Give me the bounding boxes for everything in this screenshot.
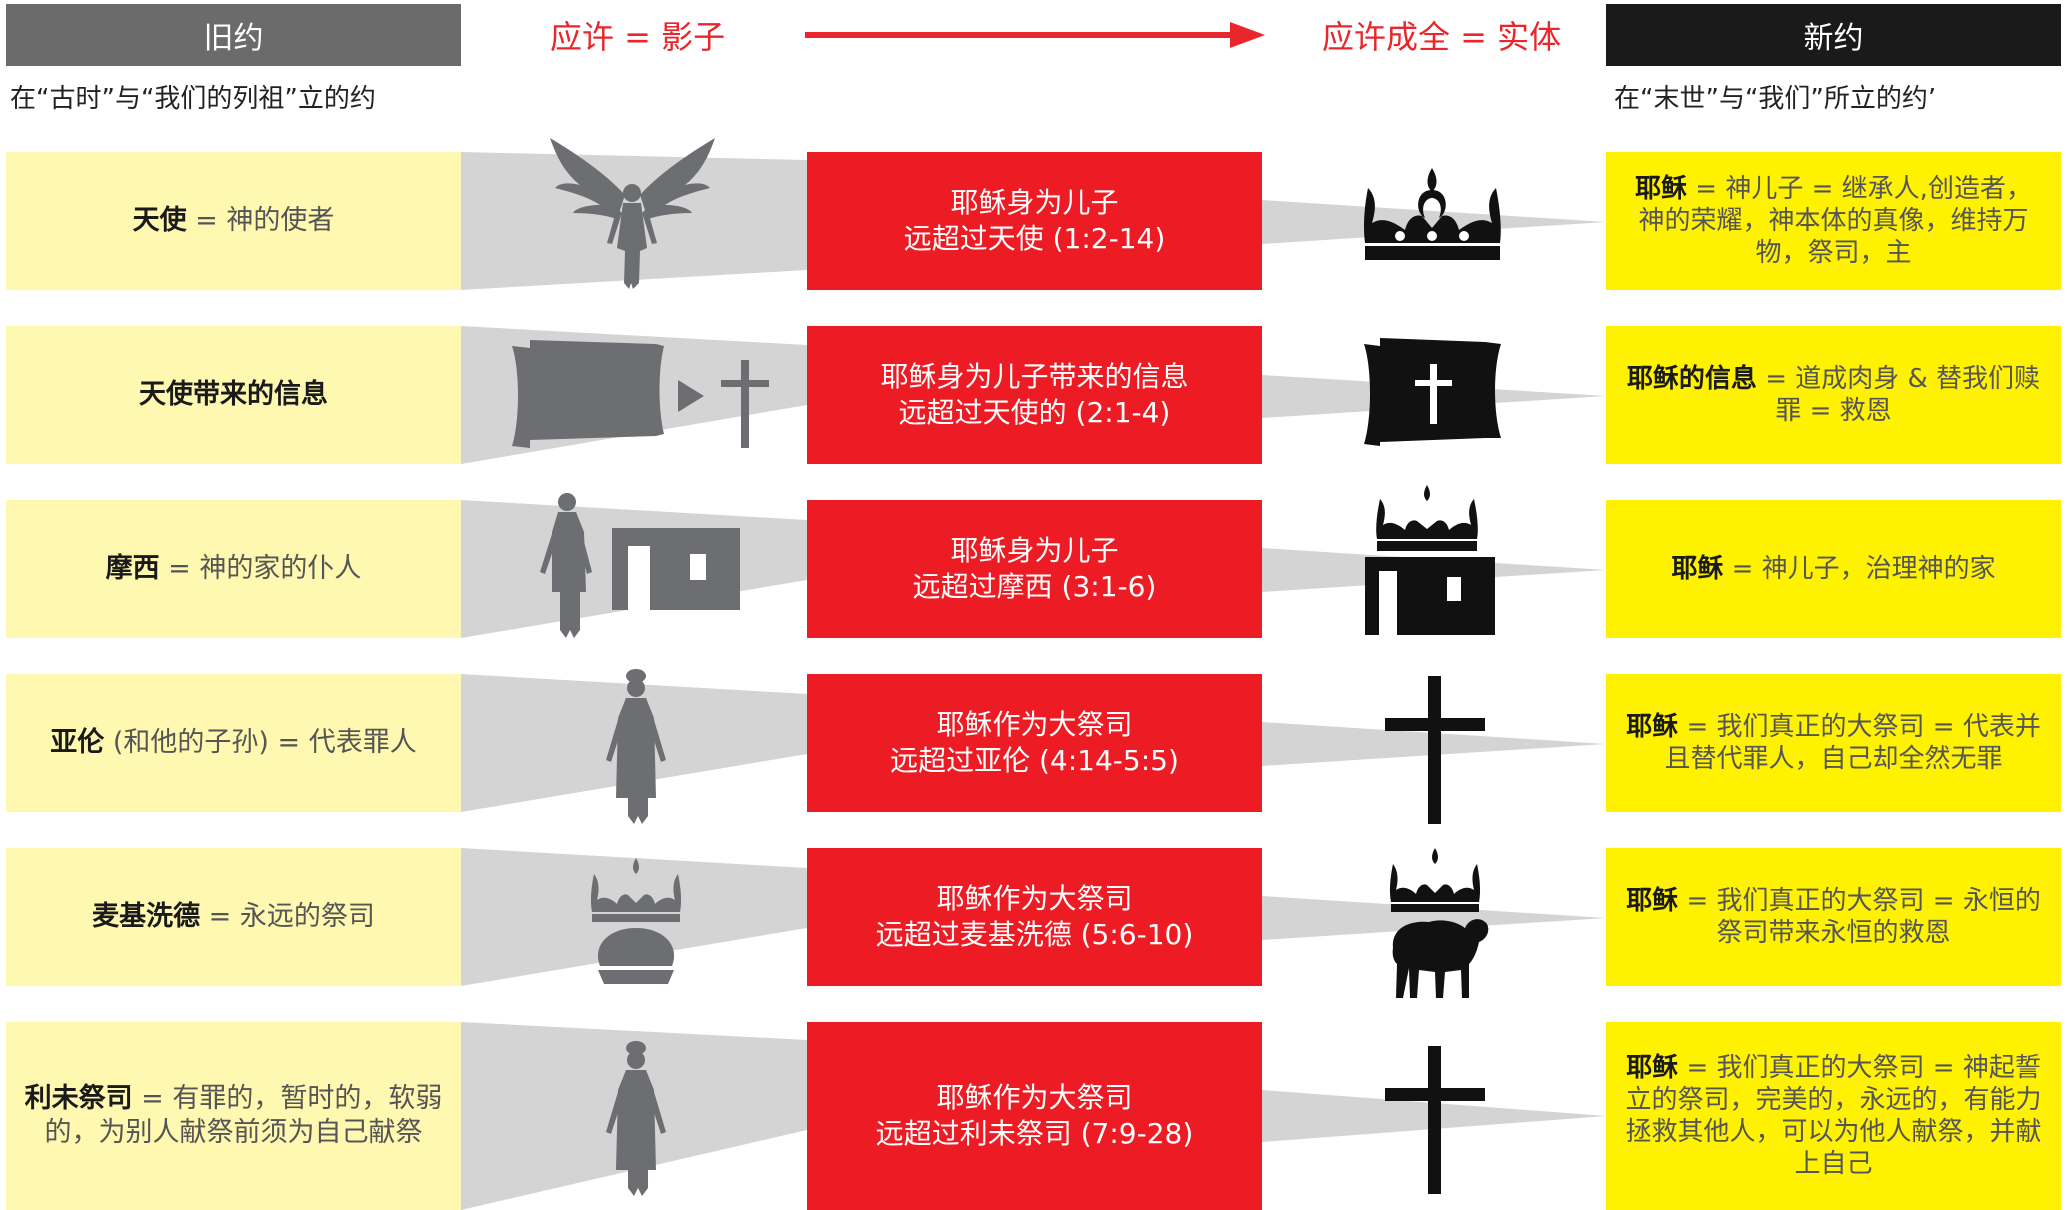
- new-term: 耶稣: [1635, 174, 1688, 204]
- mid-line2: 远超过天使的 (2:1-4): [898, 396, 1171, 429]
- priest-icon: [606, 1041, 666, 1196]
- mid-cell-4: 耶稣作为大祭司远超过亚伦 (4:14-5:5): [807, 674, 1262, 812]
- angel-icon: [550, 138, 715, 289]
- beam-new-1: [1262, 200, 1606, 244]
- crown-lamb-icon: [1389, 848, 1489, 998]
- crown-bread-icon: [590, 858, 682, 984]
- mid-line1: 耶稣作为大祭司: [936, 708, 1133, 741]
- promise-arrow: [805, 22, 1265, 48]
- mid-line1: 耶稣身为儿子: [950, 186, 1119, 219]
- old-cell-levitical-priests: 利未祭司 = 有罪的，暂时的，软弱的，为别人献祭前须为自己献祭: [6, 1022, 461, 1210]
- mid-line2: 远超过天使 (1:2-14): [903, 222, 1166, 255]
- new-definition: = 我们真正的大祭司 = 神起誓立的祭司，完美的，永远的，有能力拯救其他人，可以…: [1625, 1053, 2042, 1179]
- priest-icon: [606, 669, 666, 824]
- new-covenant-title: 新约: [1803, 21, 1864, 56]
- mid-cell-2: 耶稣身为儿子带来的信息远超过天使的 (2:1-4): [807, 326, 1262, 464]
- new-definition: = 我们真正的大祭司 = 永恒的祭司带来永恒的救恩: [1678, 886, 2041, 948]
- old-definition: = 永远的祭司: [200, 901, 375, 932]
- scroll-to-cross-icon: [512, 340, 769, 448]
- new-cell-5: 耶稣 = 我们真正的大祭司 = 永恒的祭司带来永恒的救恩: [1606, 848, 2061, 986]
- mid-line2: 远超过麦基洗德 (5:6-10): [875, 918, 1194, 951]
- mid-cell-1: 耶稣身为儿子远超过天使 (1:2-14): [807, 152, 1262, 290]
- new-cell-4: 耶稣 = 我们真正的大祭司 = 代表并且替代罪人，自己却全然无罪: [1606, 674, 2061, 812]
- new-definition: = 神儿子，治理神的家: [1723, 554, 1996, 584]
- new-cell-6: 耶稣 = 我们真正的大祭司 = 神起誓立的祭司，完美的，永远的，有能力拯救其他人…: [1606, 1022, 2061, 1210]
- new-term: 耶稣: [1626, 886, 1679, 916]
- new-term: 耶稣: [1626, 1053, 1679, 1083]
- mid-line2: 远超过利未祭司 (7:9-28): [875, 1117, 1194, 1150]
- old-definition: = 神的家的仆人: [159, 553, 362, 584]
- beam-new-5: [1262, 896, 1606, 940]
- old-cell-moses: 摩西 = 神的家的仆人: [6, 500, 461, 638]
- new-cell-1: 耶稣 = 神儿子 = 继承人,创造者，神的荣耀，神本体的真像，维持万物，祭司，主: [1606, 152, 2061, 290]
- mid-line1: 耶稣作为大祭司: [936, 1081, 1133, 1114]
- old-cell-angel-message: 天使带来的信息: [6, 326, 461, 464]
- mid-line1: 耶稣身为儿子带来的信息: [880, 360, 1189, 393]
- mid-cell-6: 耶稣作为大祭司远超过利未祭司 (7:9-28): [807, 1022, 1262, 1210]
- new-covenant-header: 新约: [1606, 4, 2061, 66]
- mid-cell-3: 耶稣身为儿子远超过摩西 (3:1-6): [807, 500, 1262, 638]
- mid-line1: 耶稣身为儿子: [950, 534, 1119, 567]
- new-cell-3: 耶稣 = 神儿子，治理神的家: [1606, 500, 2061, 638]
- old-definition: (和他的子孙) = 代表罪人: [104, 727, 417, 758]
- promise-fulfilled-label: 应许成全 = 实体: [1322, 18, 1562, 56]
- old-term: 利未祭司: [24, 1083, 133, 1114]
- mid-line2: 远超过摩西 (3:1-6): [912, 570, 1157, 603]
- new-cell-2: 耶稣的信息 = 道成肉身 & 替我们赎罪 = 救恩: [1606, 326, 2061, 464]
- new-definition: = 道成肉身 & 替我们赎罪 = 救恩: [1756, 364, 2041, 426]
- new-term: 耶稣的信息: [1626, 364, 1757, 394]
- new-definition: = 我们真正的大祭司 = 代表并且替代罪人，自己却全然无罪: [1664, 712, 2041, 774]
- old-covenant-title: 旧约: [203, 21, 264, 56]
- old-term: 麦基洗德: [92, 901, 201, 932]
- crown-house-icon: [1365, 485, 1495, 635]
- old-cell-aaron: 亚伦 (和他的子孙) = 代表罪人: [6, 674, 461, 812]
- new-definition: = 神儿子 = 继承人,创造者，神的荣耀，神本体的真像，维持万物，祭司，主: [1638, 174, 2032, 268]
- promise-shadow-label: 应许 = 影子: [550, 18, 726, 56]
- old-term: 天使: [132, 205, 187, 236]
- old-definition: = 有罪的，暂时的，软弱的，为别人献祭前须为自己献祭: [44, 1083, 443, 1148]
- new-term: 耶稣: [1671, 554, 1724, 584]
- cross-icon: [1385, 676, 1485, 824]
- cross-icon: [1385, 1046, 1485, 1194]
- old-term: 天使带来的信息: [139, 379, 328, 410]
- old-cell-melchizedek: 麦基洗德 = 永远的祭司: [6, 848, 461, 986]
- old-term: 摩西: [105, 553, 160, 584]
- moses-house-icon: [540, 493, 740, 638]
- old-cell-angels: 天使 = 神的使者: [6, 152, 461, 290]
- old-covenant-header: 旧约: [6, 4, 461, 66]
- mid-cell-5: 耶稣作为大祭司远超过麦基洗德 (5:6-10): [807, 848, 1262, 986]
- old-term: 亚伦: [50, 727, 105, 758]
- scroll-cross-icon: [1364, 338, 1501, 446]
- old-definition: = 神的使者: [186, 205, 335, 236]
- new-covenant-subtitle: 在“末世”与“我们”所立的约’: [1614, 84, 1937, 114]
- crown-icon: [1364, 168, 1501, 260]
- mid-line2: 远超过亚伦 (4:14-5:5): [890, 744, 1179, 777]
- old-covenant-subtitle: 在“古时”与“我们的列祖”立的约: [10, 84, 376, 114]
- new-term: 耶稣: [1626, 712, 1679, 742]
- mid-line1: 耶稣作为大祭司: [936, 882, 1133, 915]
